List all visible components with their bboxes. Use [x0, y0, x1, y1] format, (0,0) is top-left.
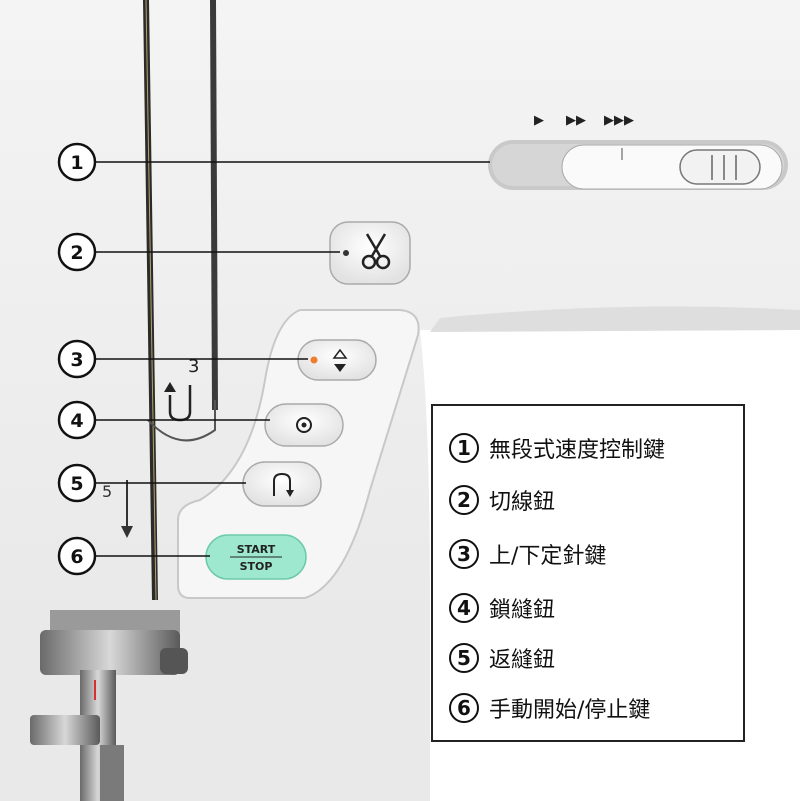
legend-item: 1 無段式速度控制鍵	[449, 428, 665, 468]
legend-number: 1	[449, 433, 479, 463]
legend-box: 1 無段式速度控制鍵 2 切線鈕 3 上/下定針鍵 4 鎖縫鈕 5 返縫鈕 6 …	[431, 404, 745, 742]
legend-item: 4 鎖縫鈕	[449, 588, 555, 628]
needle-up-down-button[interactable]	[298, 340, 376, 380]
legend-label: 無段式速度控制鍵	[489, 432, 665, 464]
legend-label: 上/下定針鍵	[489, 538, 606, 570]
callout-3: 3	[59, 341, 95, 377]
callout-4: 4	[59, 402, 95, 438]
legend-label: 切線鈕	[489, 484, 555, 516]
legend-item: 3 上/下定針鍵	[449, 534, 606, 574]
callout-1: 1	[59, 144, 95, 180]
legend-number: 4	[449, 593, 479, 623]
legend-number: 5	[449, 643, 479, 673]
start-stop-label-bottom: STOP	[240, 560, 273, 573]
cutter-dot	[343, 250, 349, 256]
reverse-stitch-button[interactable]	[243, 462, 321, 506]
speed-arrows-medium: ▶▶	[566, 113, 586, 128]
callout-5: 5	[59, 465, 95, 501]
svg-text:2: 2	[70, 242, 83, 264]
legend-item: 2 切線鈕	[449, 480, 555, 520]
svg-text:4: 4	[70, 410, 83, 432]
legend-number: 6	[449, 693, 479, 723]
start-stop-label-top: START	[237, 543, 276, 556]
svg-text:3: 3	[70, 349, 83, 371]
thread-guide-number-5: 5	[102, 482, 112, 501]
speed-arrows-slow: ▶	[534, 113, 544, 128]
legend-number: 2	[449, 485, 479, 515]
legend-label: 返縫鈕	[489, 642, 555, 674]
legend-number: 3	[449, 539, 479, 569]
speed-slider-grip[interactable]	[680, 150, 760, 184]
callout-6: 6	[59, 538, 95, 574]
callout-2: 2	[59, 234, 95, 270]
legend-label: 手動開始/停止鍵	[489, 692, 650, 724]
legend-item: 5 返縫鈕	[449, 638, 555, 678]
legend-item: 6 手動開始/停止鍵	[449, 688, 650, 728]
needle-position-led	[311, 357, 318, 364]
speed-arrows-fast: ▶▶▶	[604, 113, 634, 128]
thread-cutter-button[interactable]	[330, 222, 410, 284]
svg-text:1: 1	[70, 152, 83, 174]
legend-label: 鎖縫鈕	[489, 592, 555, 624]
svg-text:6: 6	[70, 546, 83, 568]
svg-text:5: 5	[70, 473, 83, 495]
